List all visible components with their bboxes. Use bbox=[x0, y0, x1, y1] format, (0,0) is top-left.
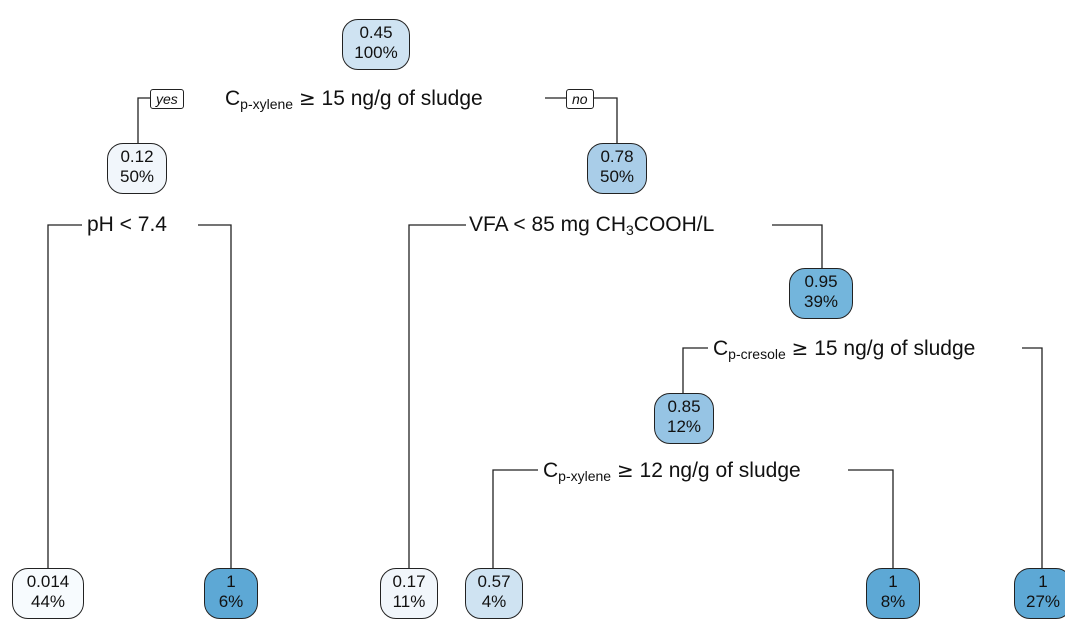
node-value: 0.85 bbox=[667, 397, 701, 416]
node-percent: 8% bbox=[880, 592, 906, 611]
node-value: 0.78 bbox=[600, 147, 634, 166]
tree-node-n15: 1 27% bbox=[1014, 568, 1065, 619]
split-label-n14: Cp-xylene ≥ 12 ng/g of sludge bbox=[540, 457, 804, 489]
node-percent: 4% bbox=[481, 592, 507, 611]
node-percent: 11% bbox=[392, 592, 426, 611]
node-percent: 27% bbox=[1025, 592, 1061, 611]
tree-node-n2: 0.12 50% bbox=[107, 143, 167, 194]
edge-n7-right bbox=[1022, 347, 1043, 568]
edge-n3-right bbox=[772, 224, 823, 268]
tree-node-n5: 1 6% bbox=[204, 568, 258, 619]
split-label-n3: VFA < 85 mg CH3COOH/L bbox=[466, 212, 718, 243]
tree-node-n4: 0.014 44% bbox=[12, 568, 84, 619]
node-value: 0.014 bbox=[26, 572, 70, 591]
yes-branch-tag: yes bbox=[150, 89, 184, 109]
edge-n3-left bbox=[408, 224, 468, 568]
tree-node-n28: 0.57 4% bbox=[465, 568, 523, 619]
node-percent: 50% bbox=[599, 167, 635, 186]
node-value: 0.17 bbox=[392, 572, 426, 591]
node-value: 1 bbox=[1038, 572, 1048, 591]
tree-node-n7: 0.95 39% bbox=[789, 268, 853, 319]
edge-n7-left bbox=[682, 347, 708, 393]
edge-n2-right bbox=[198, 224, 232, 568]
split-label-n7: Cp-cresole ≥ 15 ng/g of sludge bbox=[710, 335, 979, 367]
edge-n14-left bbox=[492, 469, 538, 568]
node-value: 0.57 bbox=[477, 572, 511, 591]
node-value: 0.45 bbox=[359, 23, 393, 42]
node-percent: 12% bbox=[666, 417, 702, 436]
edge-n14-right bbox=[848, 469, 894, 568]
tree-node-n3: 0.78 50% bbox=[587, 143, 647, 194]
node-percent: 100% bbox=[354, 43, 398, 62]
tree-node-root: 0.45 100% bbox=[342, 19, 410, 70]
node-percent: 39% bbox=[803, 292, 839, 311]
node-percent: 44% bbox=[30, 592, 66, 611]
node-value: 1 bbox=[226, 572, 236, 591]
node-percent: 6% bbox=[218, 592, 244, 611]
node-percent: 50% bbox=[119, 167, 155, 186]
tree-node-n6: 0.17 11% bbox=[380, 568, 438, 619]
split-label-n2: pH < 7.4 bbox=[84, 212, 170, 238]
edge-n2-left bbox=[47, 224, 82, 568]
tree-node-n29: 1 8% bbox=[866, 568, 920, 619]
node-value: 0.12 bbox=[120, 147, 154, 166]
tree-node-n14: 0.85 12% bbox=[654, 393, 714, 444]
node-value: 0.95 bbox=[804, 272, 838, 291]
split-label-root: Cp-xylene ≥ 15 ng/g of sludge bbox=[222, 85, 486, 117]
node-value: 1 bbox=[888, 572, 898, 591]
no-branch-tag: no bbox=[566, 89, 594, 109]
